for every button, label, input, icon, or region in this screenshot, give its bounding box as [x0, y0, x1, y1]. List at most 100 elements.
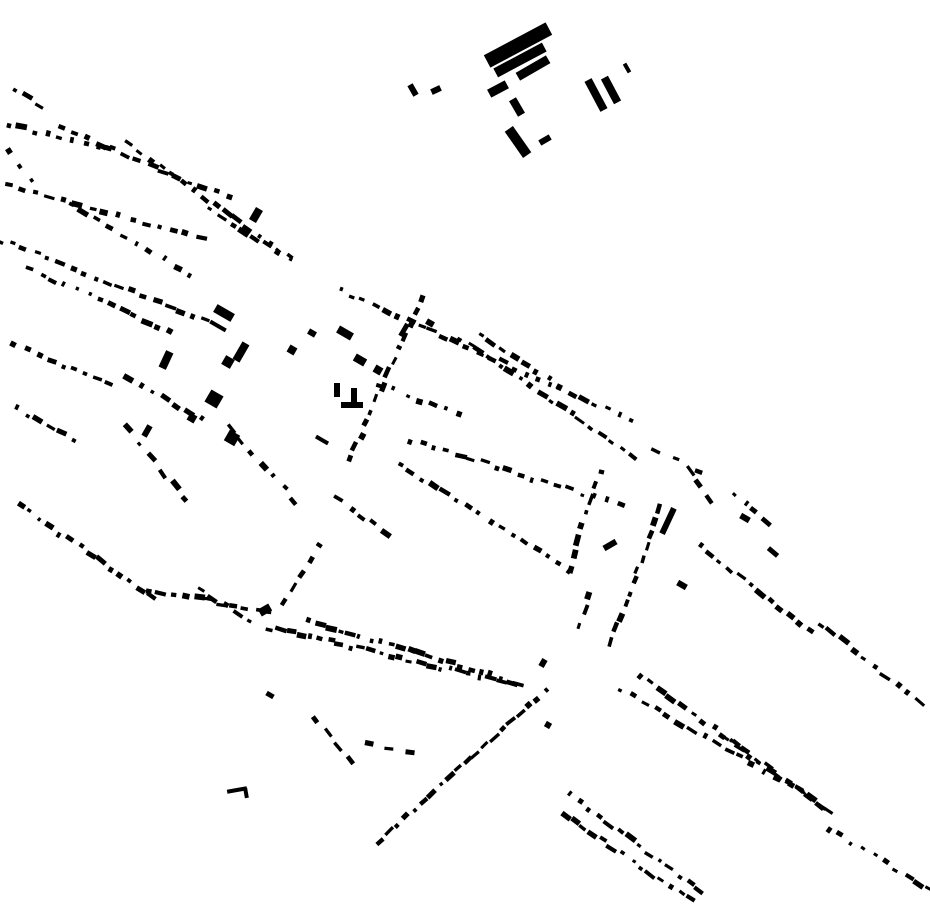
- building: [171, 402, 181, 412]
- building: [36, 351, 44, 359]
- building: [282, 484, 289, 491]
- building: [766, 546, 780, 558]
- building: [129, 311, 137, 319]
- building: [628, 417, 634, 424]
- building: [225, 193, 234, 201]
- building: [881, 857, 891, 866]
- building: [197, 586, 206, 593]
- building: [731, 492, 737, 498]
- building: [149, 389, 155, 395]
- building: [173, 263, 183, 273]
- building: [387, 653, 396, 661]
- building: [405, 394, 411, 399]
- building: [307, 555, 315, 565]
- building: [358, 431, 367, 441]
- building: [427, 480, 440, 492]
- building: [472, 344, 485, 356]
- building: [297, 569, 306, 579]
- building: [286, 627, 297, 635]
- building: [43, 194, 55, 201]
- building: [560, 810, 572, 822]
- building: [678, 889, 686, 897]
- building: [478, 332, 485, 338]
- building: [24, 345, 32, 353]
- building: [627, 591, 633, 598]
- building: [569, 409, 576, 417]
- building: [333, 641, 344, 648]
- building: [80, 270, 87, 278]
- building: [616, 500, 626, 509]
- building: [223, 429, 241, 447]
- building: [325, 624, 338, 633]
- building: [333, 494, 344, 503]
- building: [698, 718, 707, 727]
- building: [55, 531, 62, 539]
- building: [693, 885, 704, 896]
- building: [664, 693, 677, 705]
- building: [46, 357, 58, 365]
- building: [21, 91, 34, 101]
- building: [307, 328, 317, 338]
- building: [676, 579, 688, 591]
- building: [55, 427, 68, 437]
- building: [619, 849, 626, 856]
- building: [109, 144, 116, 151]
- building: [448, 665, 453, 671]
- building: [805, 791, 818, 804]
- building: [25, 265, 34, 272]
- building: [136, 441, 142, 447]
- building: [130, 216, 137, 223]
- building: [498, 676, 504, 681]
- building: [17, 186, 26, 194]
- building: [413, 648, 426, 657]
- building: [106, 300, 117, 309]
- building: [498, 363, 504, 370]
- building: [31, 414, 44, 425]
- building: [510, 532, 517, 539]
- building: [529, 477, 535, 484]
- building: [487, 80, 509, 98]
- building: [895, 681, 903, 689]
- building: [505, 679, 519, 688]
- building: [505, 716, 517, 727]
- building: [372, 302, 381, 310]
- building: [461, 343, 470, 351]
- building: [817, 622, 825, 629]
- building: [367, 409, 373, 416]
- building: [415, 398, 424, 406]
- building: [171, 173, 182, 182]
- building: [89, 206, 97, 212]
- building: [650, 447, 661, 455]
- building: [578, 823, 587, 832]
- building: [733, 743, 746, 753]
- building: [686, 878, 696, 887]
- building: [430, 444, 436, 451]
- building: [493, 465, 500, 472]
- building: [372, 364, 384, 376]
- building: [31, 130, 38, 136]
- building: [498, 356, 509, 365]
- building: [567, 565, 575, 574]
- building: [157, 468, 167, 480]
- building: [405, 659, 412, 664]
- building: [624, 831, 638, 843]
- building: [577, 521, 585, 530]
- building: [6, 122, 12, 129]
- building: [286, 252, 294, 260]
- building: [631, 575, 639, 585]
- building: [161, 255, 168, 262]
- building: [572, 533, 582, 547]
- building: [204, 389, 224, 409]
- building: [395, 344, 403, 351]
- building: [279, 597, 288, 607]
- building: [404, 467, 415, 477]
- building: [348, 294, 355, 300]
- building: [388, 641, 395, 647]
- building: [240, 606, 249, 612]
- building: [586, 829, 598, 840]
- building: [570, 815, 582, 826]
- building: [274, 247, 282, 254]
- building: [543, 687, 550, 693]
- building: [232, 341, 250, 363]
